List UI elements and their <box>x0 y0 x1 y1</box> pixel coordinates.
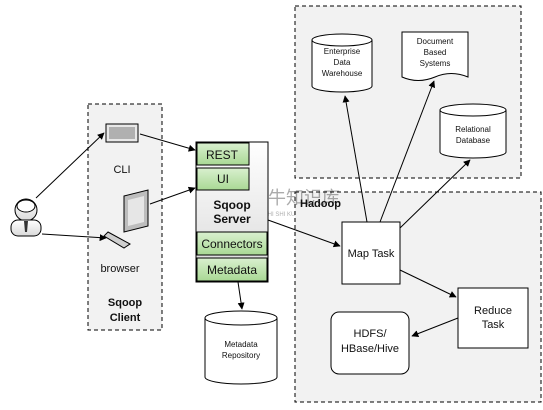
watermark-text: 小牛知识库 <box>250 188 340 208</box>
ui-label: UI <box>217 172 229 186</box>
map-task-box <box>341 221 401 285</box>
arrow-server-to-metarepo <box>237 281 245 310</box>
hadoop-label: Hadoop <box>300 198 341 210</box>
user-icon <box>10 198 42 237</box>
ui-box <box>196 167 250 191</box>
browser-icon <box>103 189 149 249</box>
edw-label-3: Warehouse <box>322 69 363 78</box>
arrow-maptask-to-reldb <box>399 159 471 229</box>
hdfs-label-2: HBase/Hive <box>341 343 399 355</box>
rel-label-1: Relational <box>455 125 491 134</box>
cli-icon <box>105 123 139 143</box>
relational-db-cylinder <box>439 103 507 159</box>
connectors-label: Connectors <box>201 237 262 251</box>
sqoop-server-title-1: Sqoop <box>213 198 250 212</box>
rest-box <box>196 142 250 166</box>
arrow-browser-to-ui <box>149 186 196 205</box>
sqoop-client-label-2: Client <box>110 312 141 324</box>
connector-arrows <box>35 80 471 337</box>
reduce-task-label-1: Reduce <box>474 305 512 317</box>
doc-label-3: Systems <box>420 59 451 68</box>
arrow-user-to-cli <box>35 132 105 199</box>
hdfs-box <box>330 311 410 375</box>
arrow-cli-to-rest <box>139 133 196 152</box>
connectors-box <box>196 231 268 256</box>
arrow-user-to-browser <box>41 233 107 242</box>
metadata-box <box>196 257 268 282</box>
doc-label-2: Based <box>424 48 447 57</box>
sqoop-server-title-2: Server <box>213 212 251 226</box>
arrow-reduce-to-hdfs <box>411 317 459 337</box>
cli-label: CLI <box>113 164 130 176</box>
arrow-maptask-to-doc <box>379 80 436 223</box>
metadata-repo-label-2: Repository <box>222 351 260 360</box>
doc-label-1: Document <box>417 37 454 46</box>
sqoop-server <box>195 141 269 283</box>
rel-label-2: Database <box>456 136 491 145</box>
hdfs-label-1: HDFS/ <box>354 328 388 340</box>
reduce-task-box <box>457 287 529 349</box>
browser-label: browser <box>100 263 139 275</box>
edw-cylinder <box>311 33 373 93</box>
edw-label-2: Data <box>334 58 351 67</box>
metadata-repo-label-1: Metadata <box>224 340 258 349</box>
sqoop-client-label-1: Sqoop <box>108 297 142 309</box>
document-systems-shape <box>401 31 469 81</box>
map-task-label: Map Task <box>348 248 395 260</box>
arrow-maptask-to-reduce <box>399 269 457 298</box>
metadata-repository-cylinder <box>204 310 278 385</box>
metadata-label: Metadata <box>207 263 257 277</box>
arrow-maptask-to-edw <box>342 95 368 223</box>
reduce-task-label-2: Task <box>482 319 505 331</box>
arrow-server-to-maptask <box>267 219 341 248</box>
rest-label: REST <box>206 148 239 162</box>
edw-label-1: Enterprise <box>324 47 361 56</box>
